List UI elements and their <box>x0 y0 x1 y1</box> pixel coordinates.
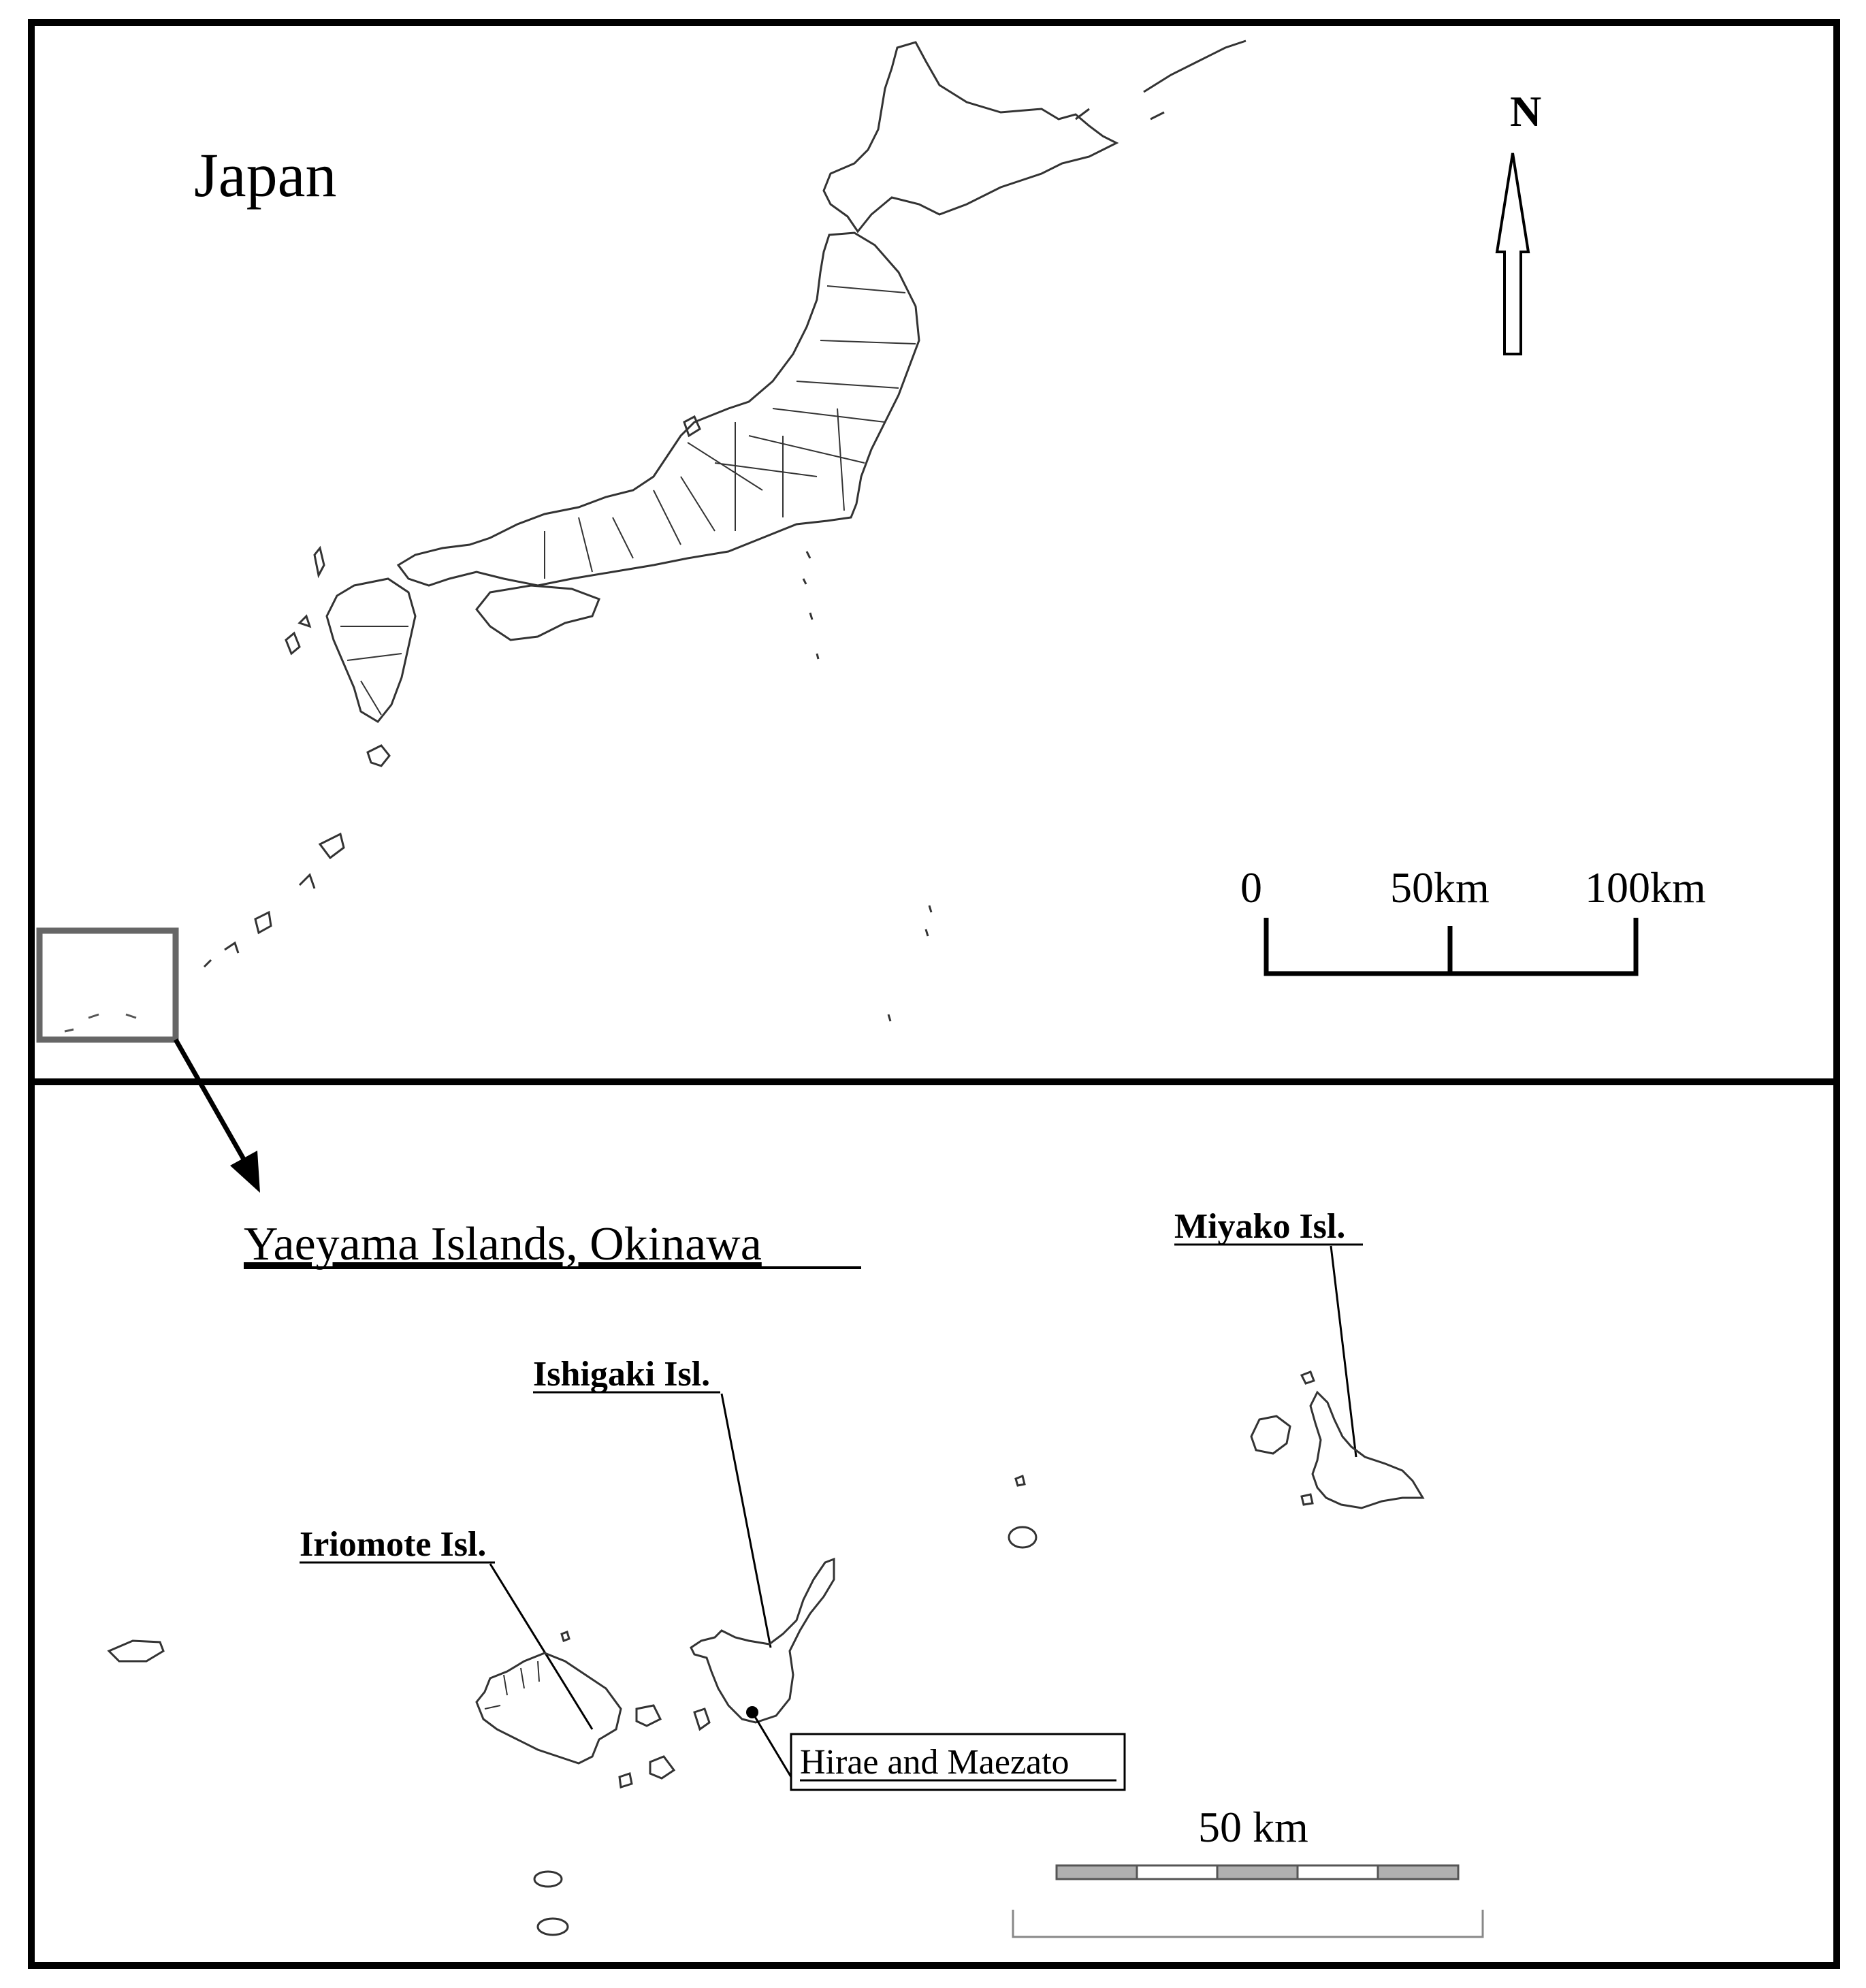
bottom-panel-title: Yaeyama Islands, Okinawa <box>244 1218 762 1270</box>
iriomote-coast-detail <box>484 1661 540 1710</box>
aragusuku-islands <box>618 1772 633 1789</box>
yaeyama-islands <box>107 1370 1425 1936</box>
iriomote-island-outline <box>475 1652 622 1765</box>
scale-segment-4 <box>1296 1864 1379 1880</box>
site-marker: Hirae and Maezato <box>746 1706 1126 1791</box>
kyushu-outline <box>325 577 417 723</box>
top-scale-tick-50: 50km <box>1390 863 1490 912</box>
site-leader <box>751 1712 797 1784</box>
prefecture-borders <box>544 285 916 579</box>
site-label: Hirae and Maezato <box>800 1743 1069 1782</box>
inset-locator-box <box>36 927 179 1043</box>
osumi-islands <box>366 744 391 767</box>
hateruma-island-outline <box>649 1755 676 1780</box>
inset-connector-arrow <box>173 1038 260 1193</box>
scale-segment-1 <box>1055 1864 1138 1880</box>
honshu-outline <box>396 231 920 587</box>
izu-islands <box>802 551 820 660</box>
bottom-panel-frame <box>28 1078 1840 1969</box>
north-arrow: N <box>1495 87 1541 355</box>
inset-island-marks <box>64 1013 137 1033</box>
ryukyu-chain <box>203 832 345 968</box>
miyako-leader <box>1330 1245 1357 1458</box>
iriomote-label: Iriomote Isl. <box>300 1525 486 1564</box>
kuril-islands <box>1075 39 1246 121</box>
goto-islands <box>285 614 312 656</box>
miyako-label: Miyako Isl. <box>1174 1207 1345 1246</box>
top-panel-title: Japan <box>194 140 336 210</box>
top-scale-tick-100: 100km <box>1585 863 1706 912</box>
sado-island <box>683 415 701 438</box>
scale-segment-3 <box>1216 1864 1299 1880</box>
far-island-south <box>536 1917 569 1936</box>
top-scale-line <box>1264 918 1639 976</box>
small-island-2 <box>1300 1493 1314 1506</box>
ishigaki-leader <box>720 1393 772 1648</box>
north-label: N <box>1510 87 1541 135</box>
hateruma-far-island <box>533 1870 563 1888</box>
tarama-island-outline <box>1008 1526 1037 1549</box>
ishigaki-label: Ishigaki Isl. <box>533 1355 710 1394</box>
miyako-island-outline <box>1309 1390 1425 1509</box>
taketomi-island-outline <box>635 1704 662 1727</box>
japan-map <box>203 39 1246 1022</box>
small-island-4 <box>560 1631 570 1642</box>
small-island-1 <box>1300 1370 1315 1385</box>
shikoku-outline <box>475 584 600 641</box>
scale-segment-5 <box>1377 1864 1460 1880</box>
bottom-scale-bar: 50 km <box>1012 1803 1484 1938</box>
ogasawara-islands <box>887 905 933 1022</box>
irabu-island-outline <box>1250 1415 1291 1455</box>
top-scale-bar: 0 50km 100km <box>1240 863 1706 976</box>
ishigaki-island-outline <box>690 1557 835 1724</box>
tsushima-island <box>313 545 325 579</box>
kohama-island-outline <box>693 1708 711 1731</box>
yonaguni-island-outline <box>107 1639 165 1663</box>
iriomote-leader <box>489 1563 594 1730</box>
scale-bracket <box>1012 1910 1484 1938</box>
hokkaido-outline <box>822 41 1119 234</box>
kyushu-borders <box>340 626 408 716</box>
scale-segment-2 <box>1136 1864 1219 1880</box>
arrowhead-icon <box>230 1151 260 1193</box>
small-island-3 <box>1014 1474 1026 1487</box>
north-arrow-icon <box>1495 153 1530 355</box>
top-scale-tick-0: 0 <box>1240 863 1262 912</box>
bottom-scale-label: 50 km <box>1198 1803 1308 1851</box>
